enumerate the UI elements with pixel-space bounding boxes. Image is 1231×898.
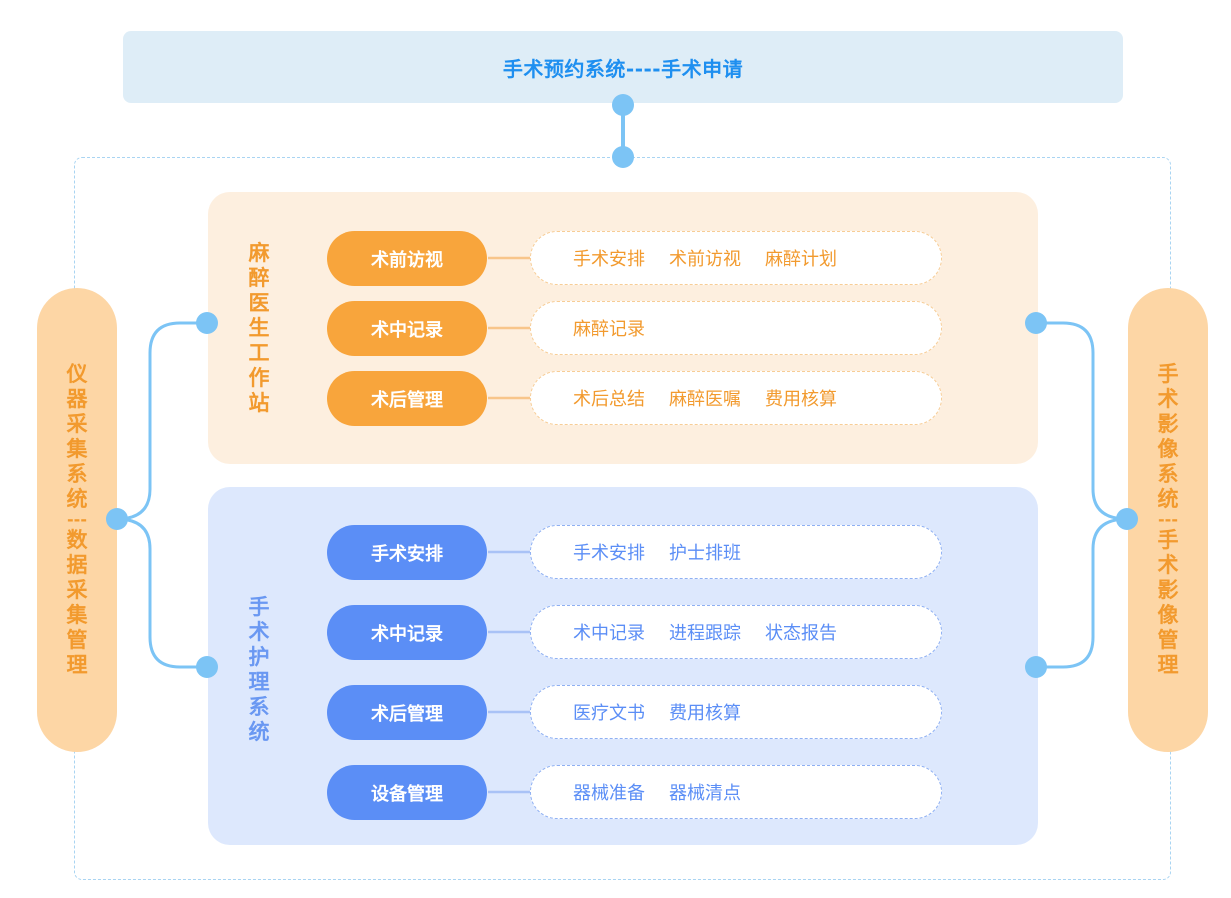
detail-item: 术前访视 bbox=[669, 249, 741, 270]
detail-item: 医疗文书 bbox=[573, 703, 645, 724]
anesthesia-detail-preop: 手术安排 术前访视 麻醉计划 bbox=[530, 231, 942, 285]
nursing-stage-intraop: 术中记录 bbox=[327, 605, 487, 660]
nursing-detail-intraop: 术中记录 进程跟踪 状态报告 bbox=[530, 605, 942, 659]
detail-item: 器械准备 bbox=[573, 783, 645, 804]
imaging-system-label: 手术影像系统---手术影像管理 bbox=[1156, 362, 1180, 678]
anesthesia-detail-postop: 术后总结 麻醉医嘱 费用核算 bbox=[530, 371, 942, 425]
nursing-stage-postop: 术后管理 bbox=[327, 685, 487, 740]
detail-item: 费用核算 bbox=[765, 389, 837, 410]
top-banner-title: 手术预约系统----手术申请 bbox=[502, 56, 744, 81]
top-banner: 手术预约系统----手术申请 bbox=[123, 31, 1123, 103]
instrument-system-line2: 数据采集管理 bbox=[66, 528, 88, 677]
stage-label: 术后管理 bbox=[371, 703, 443, 725]
detail-item: 护士排班 bbox=[669, 543, 741, 564]
instrument-system-line1: 仪器采集系统 bbox=[66, 362, 88, 511]
detail-item: 麻醉记录 bbox=[573, 319, 645, 340]
detail-item: 术后总结 bbox=[573, 389, 645, 410]
stage-label: 手术安排 bbox=[371, 543, 443, 565]
anesthesia-stage-postop: 术后管理 bbox=[327, 371, 487, 426]
stage-label: 术前访视 bbox=[371, 249, 443, 271]
instrument-system-dash: --- bbox=[67, 510, 87, 529]
instrument-system-label: 仪器采集系统---数据采集管理 bbox=[65, 362, 89, 678]
detail-item: 麻醉计划 bbox=[765, 249, 837, 270]
stage-label: 术中记录 bbox=[371, 319, 443, 341]
detail-item: 费用核算 bbox=[669, 703, 741, 724]
instrument-system-pill: 仪器采集系统---数据采集管理 bbox=[37, 288, 117, 752]
anesthesia-stage-intraop: 术中记录 bbox=[327, 301, 487, 356]
nursing-stage-schedule: 手术安排 bbox=[327, 525, 487, 580]
imaging-system-pill: 手术影像系统---手术影像管理 bbox=[1128, 288, 1208, 752]
detail-item: 手术安排 bbox=[573, 249, 645, 270]
stage-label: 术中记录 bbox=[371, 623, 443, 645]
nursing-detail-postop: 医疗文书 费用核算 bbox=[530, 685, 942, 739]
detail-item: 器械清点 bbox=[669, 783, 741, 804]
imaging-system-dash: --- bbox=[1158, 510, 1178, 529]
detail-item: 麻醉医嘱 bbox=[669, 389, 741, 410]
nursing-detail-schedule: 手术安排 护士排班 bbox=[530, 525, 942, 579]
anesthesia-panel-title: 麻醉医生工作站 bbox=[248, 241, 270, 415]
stage-label: 术后管理 bbox=[371, 389, 443, 411]
nursing-panel-title: 手术护理系统 bbox=[248, 595, 270, 744]
imaging-system-line1: 手术影像系统 bbox=[1157, 362, 1179, 511]
nursing-stage-equipment: 设备管理 bbox=[327, 765, 487, 820]
anesthesia-stage-preop: 术前访视 bbox=[327, 231, 487, 286]
nursing-detail-equipment: 器械准备 器械清点 bbox=[530, 765, 942, 819]
detail-item: 进程跟踪 bbox=[669, 623, 741, 644]
detail-item: 状态报告 bbox=[765, 623, 837, 644]
anesthesia-detail-intraop: 麻醉记录 bbox=[530, 301, 942, 355]
imaging-system-line2: 手术影像管理 bbox=[1157, 528, 1179, 677]
detail-item: 手术安排 bbox=[573, 543, 645, 564]
detail-item: 术中记录 bbox=[573, 623, 645, 644]
stage-label: 设备管理 bbox=[371, 783, 443, 805]
